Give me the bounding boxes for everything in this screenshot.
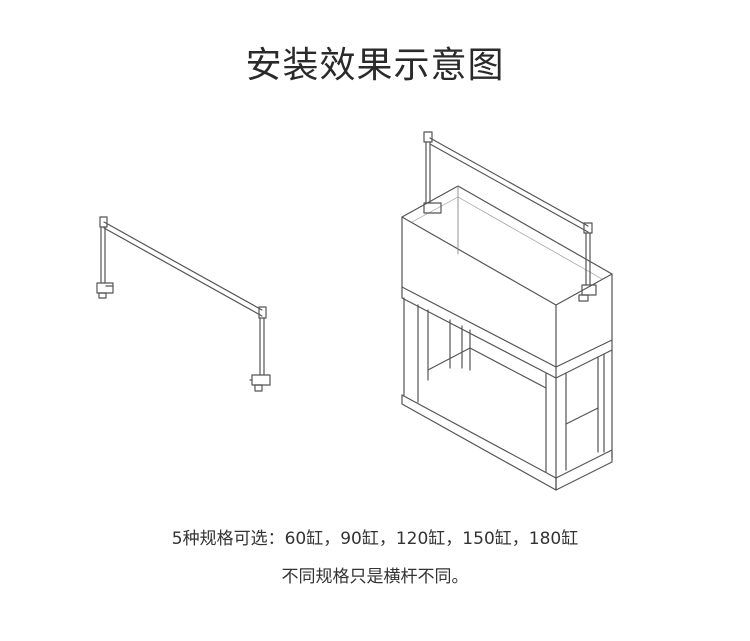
bracket-standalone <box>96 216 271 392</box>
page-title: 安装效果示意图 <box>245 45 505 86</box>
aquarium-with-bracket <box>401 131 613 491</box>
caption-note: 不同规格只是横杆不同。 <box>281 567 469 587</box>
caption-sizes: 5种规格可选：60缸，90缸，120缸，150缸，180缸 <box>171 529 579 549</box>
